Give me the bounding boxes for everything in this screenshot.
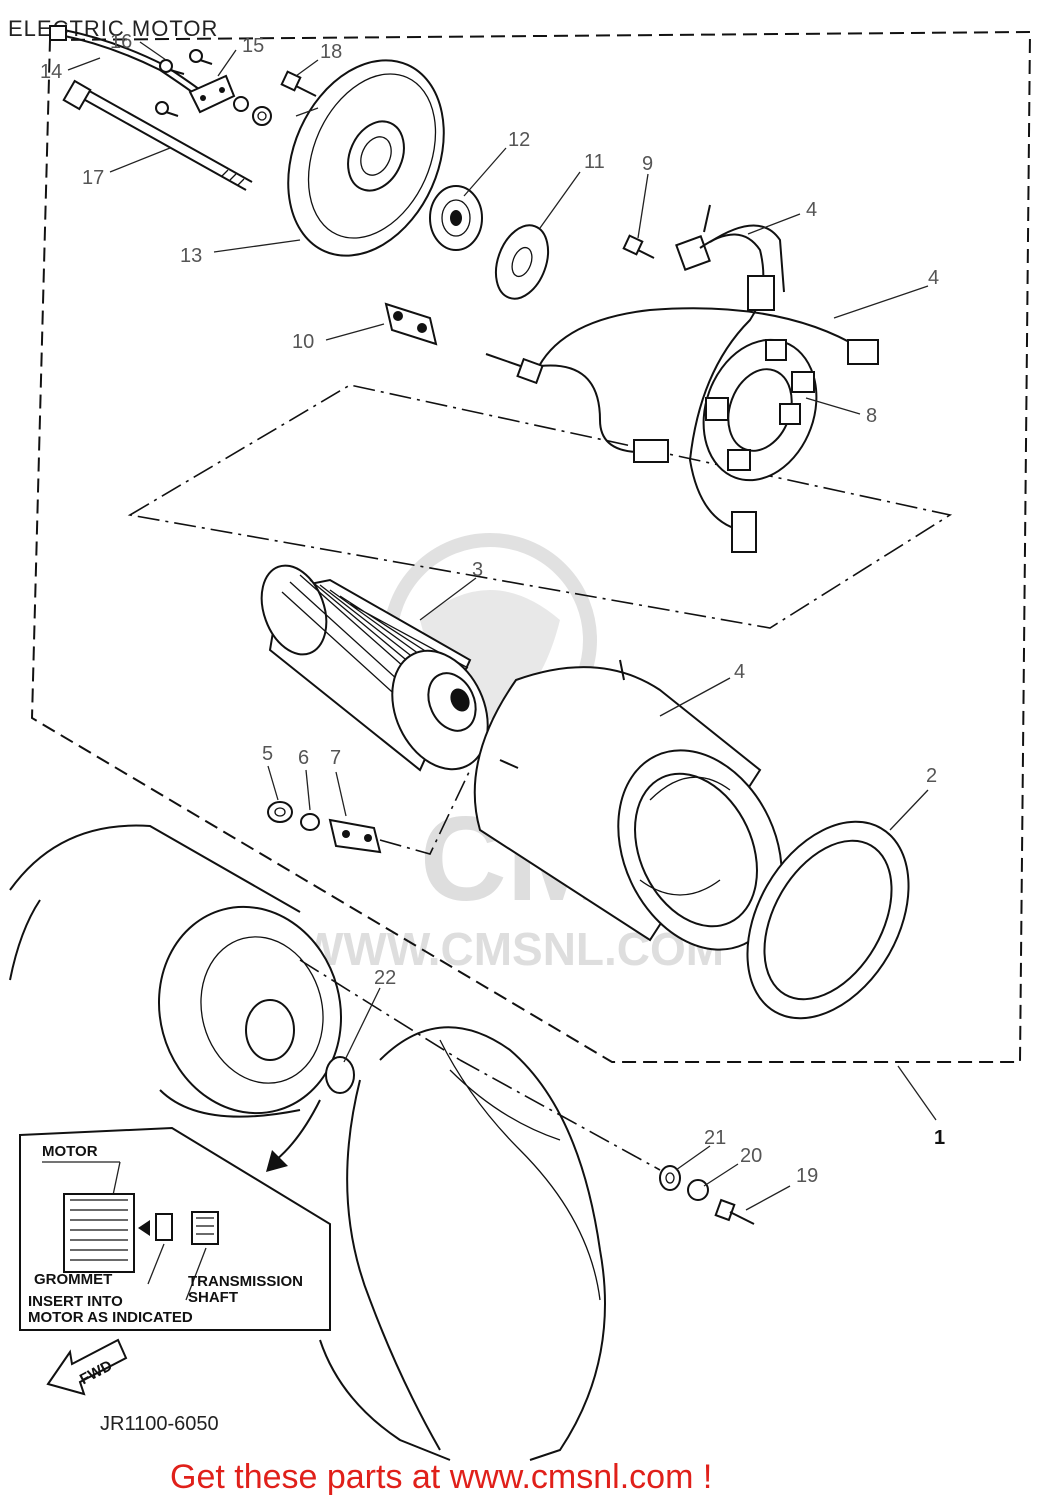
part-3-armature [260,564,489,772]
part-16-screws [155,49,213,117]
callout-21: 21 [704,1127,726,1149]
transmission-housing [9,824,661,1461]
callout-4a: 4 [806,199,817,221]
part-17-through-bolt [62,79,253,191]
callout-22: 22 [374,967,396,989]
inset-transmission-label-2: SHAFT [188,1289,238,1306]
callout-16: 16 [110,31,132,53]
part-9-screw [622,234,655,259]
inset-instruction-2: MOTOR AS INDICATED [28,1309,193,1326]
forward-arrow: FWD [46,1338,128,1396]
callout-13: 13 [180,245,202,267]
part-8-brush-holder [702,338,818,482]
part-10-plate [384,302,438,346]
callout-5: 5 [262,743,273,765]
callout-19: 19 [796,1165,818,1187]
part-4-brush-leads [485,204,879,553]
assembly-inset: MOTOR GROMMET TRANSMISSION SHAFT INSERT … [19,1126,331,1331]
callout-2: 2 [926,765,937,787]
callout-12: 12 [508,129,530,151]
callout-20: 20 [740,1145,762,1167]
inset-motor-label: MOTOR [42,1143,98,1160]
part-4-yoke [473,659,783,951]
diagram-title: ELECTRIC MOTOR [8,16,218,41]
callout-17: 17 [82,167,104,189]
part-12-bearing [429,185,483,251]
watermark-url: WWW.CMSNL.COM [300,923,724,975]
parts-19-20-21-mount-hardware [659,1165,755,1225]
inset-transmission-label-1: TRANSMISSION [188,1273,303,1290]
callout-labels: 1 2 3 4 4 4 5 6 7 8 9 10 11 12 13 14 15 … [40,31,945,1187]
brush-plane-outline [127,384,953,629]
assembly-arrow [275,1099,321,1161]
callout-14: 14 [40,61,62,83]
callout-9: 9 [642,153,653,175]
callout-4c: 4 [734,661,745,683]
callout-8: 8 [866,405,877,427]
callout-10: 10 [292,331,314,353]
part-11-washer [494,224,550,300]
callout-18: 18 [320,41,342,63]
callout-7: 7 [330,747,341,769]
callout-6: 6 [298,747,309,769]
part-15-plate [188,74,236,114]
callout-1: 1 [934,1127,945,1149]
callout-3: 3 [472,559,483,581]
callout-11: 11 [584,151,605,173]
drawing-code: JR1100-6050 [100,1413,219,1435]
promo-banner[interactable]: Get these parts at www.cmsnl.com ! [170,1458,712,1496]
part-13-end-cover [287,59,445,257]
inset-grommet-label: GROMMET [34,1271,112,1288]
inset-instruction-1: INSERT INTO [28,1293,123,1310]
leader-lines [67,41,937,1211]
part-18-screw [280,70,317,97]
callout-4b: 4 [928,267,939,289]
callout-15: 15 [242,35,264,57]
small-nuts [233,96,272,126]
part-2-seal-ring [746,820,910,1020]
parts-5-6-7-fasteners [267,769,471,855]
assembly-arrowhead [266,1150,288,1172]
assembly-outline [30,30,1032,1063]
